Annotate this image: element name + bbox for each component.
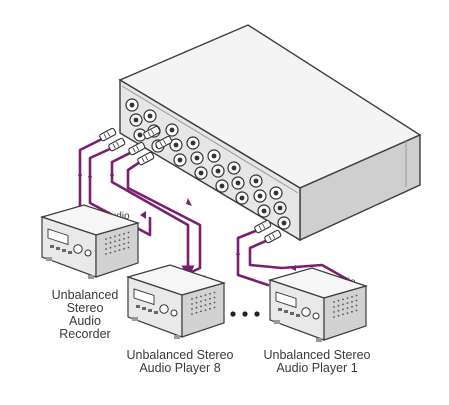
player8-device-icon: [125, 264, 227, 339]
ellipsis-dots: [230, 311, 260, 317]
rca-plug-icon: [155, 135, 173, 150]
signal-arrows: [78, 170, 296, 271]
player1-label-line-1: Unbalanced Stereo: [263, 348, 371, 362]
rca-jack-10: [190, 151, 204, 165]
rca-plug-icon: [254, 219, 272, 234]
rca-plug-icon: [108, 137, 126, 152]
rca-jack-17: [235, 191, 249, 205]
arrow-up-3: [236, 249, 240, 255]
rca-plug-icon: [99, 127, 117, 142]
player1-label: Unbalanced Stereo Audio Player 1: [252, 349, 382, 375]
player8-label-line-2: Audio Player 8: [139, 361, 221, 375]
audio-cables: [78, 136, 354, 287]
rca-jack-23: [277, 216, 291, 230]
rca-jack-6: [165, 123, 179, 137]
player8-label-line-1: Unbalanced Stereo: [126, 348, 234, 362]
rca-jack-3: [143, 109, 157, 123]
recorder-label-line-4: Recorder: [59, 327, 111, 341]
rca-plug-icon: [143, 125, 161, 140]
cable-player8-left: [110, 150, 195, 279]
recorder-label-line-1: Unbalanced: [51, 288, 119, 302]
rca-jack-18: [249, 174, 263, 188]
arrow-2: [186, 198, 192, 206]
arrow-up-2: [110, 170, 114, 176]
rca-jack-19: [253, 189, 267, 203]
cable-player1-right: [248, 238, 354, 284]
recorder-label: Unbalanced Stereo Audio Recorder: [40, 289, 130, 341]
rca-jack-21: [269, 186, 283, 200]
rca-jack-13: [211, 164, 225, 178]
rca-jack-2: [133, 128, 147, 142]
rca-jack-0: [125, 98, 139, 112]
arrow-up-1: [78, 170, 82, 176]
arrow-3: [290, 265, 296, 271]
rca-jack-9: [186, 136, 200, 150]
rca-plug-icon: [128, 141, 146, 156]
arrow-1: [140, 211, 146, 219]
recorder-device-icon: [39, 204, 141, 279]
recorder-label-line-3: Audio: [69, 314, 101, 328]
rca-jack-panel: [125, 98, 291, 230]
arrow-down-1: [88, 176, 92, 182]
player8-label: Unbalanced Stereo Audio Player 8: [115, 349, 245, 375]
rca-jack-20: [257, 204, 271, 218]
rca-jack-14: [215, 179, 229, 193]
recorder-label-line-2: Stereo: [66, 301, 104, 315]
rca-jack-1: [129, 113, 143, 127]
rca-plug-icon: [264, 229, 282, 244]
rca-plugs: [99, 125, 282, 244]
player1-device-icon: [267, 267, 369, 342]
rca-jack-16: [231, 176, 245, 190]
rca-jack-22: [273, 201, 287, 215]
rca-jack-7: [169, 138, 183, 152]
rca-plug-icon: [137, 151, 155, 166]
cable-player1-left: [236, 228, 270, 287]
rca-jack-15: [227, 161, 241, 175]
rca-jack-8: [173, 153, 187, 167]
rca-jack-11: [194, 166, 208, 180]
cable-player8-right: [126, 160, 202, 277]
rca-jack-12: [207, 149, 221, 163]
player1-label-line-2: Audio Player 1: [276, 361, 358, 375]
cable-recorder-right: [88, 146, 152, 237]
